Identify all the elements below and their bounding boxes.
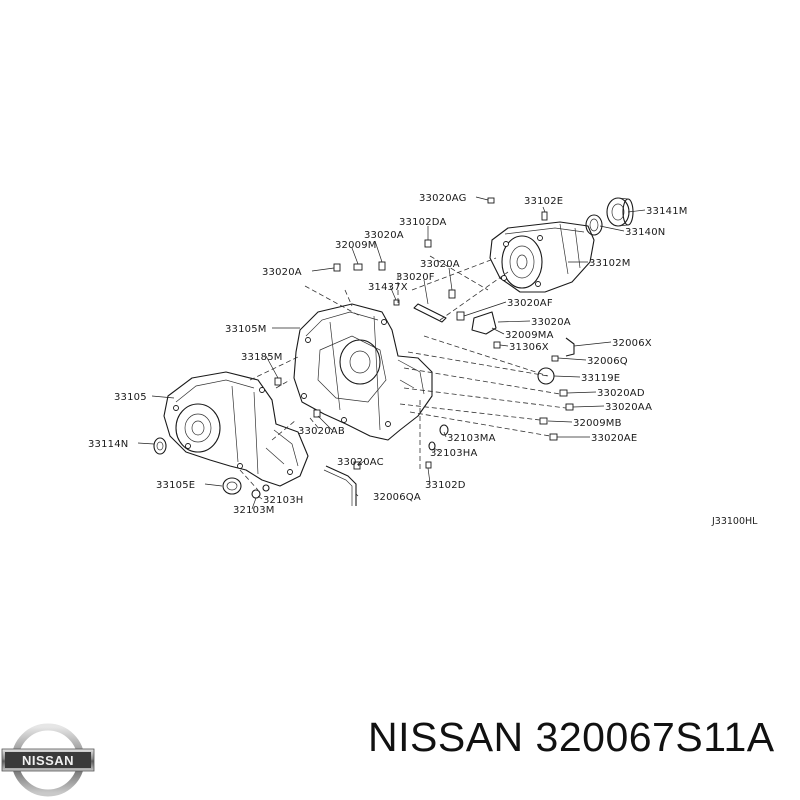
front-transfer-case xyxy=(163,371,309,487)
callout-33140N: 33140N xyxy=(625,227,666,238)
callout-33102DA: 33102DA xyxy=(399,217,447,228)
callout-32103H: 32103H xyxy=(263,495,304,506)
callout-32009M: 32009M xyxy=(335,240,377,251)
callout-33020AC: 33020AC xyxy=(337,457,384,468)
diagram-reference-code: J33100HL xyxy=(711,516,758,527)
callout-33020AE: 33020AE xyxy=(591,433,637,444)
oil-seal-front xyxy=(153,437,167,455)
callout-32009MA: 32009MA xyxy=(505,330,554,341)
callout-33020A-4: 33020A xyxy=(531,317,571,328)
callout-32103MA: 32103MA xyxy=(447,433,496,444)
callout-33020F: 33020F xyxy=(396,272,435,283)
rear-extension-housing xyxy=(489,221,595,293)
callout-33119E: 33119E xyxy=(581,373,620,384)
part-number-caption: NISSAN 320067S11A xyxy=(368,714,775,760)
callout-31306X: 31306X xyxy=(509,342,549,353)
assembly-dashed-lines xyxy=(239,255,567,491)
callout-33020AA: 33020AA xyxy=(605,402,652,413)
callout-33020A-3: 33020A xyxy=(420,259,460,270)
callout-33020A-1: 33020A xyxy=(364,230,404,241)
callout-33105M: 33105M xyxy=(225,324,267,335)
breather-tube xyxy=(323,465,357,506)
nissan-logo: NISSAN xyxy=(1,723,95,797)
callout-32009MB: 32009MB xyxy=(573,418,622,429)
callout-33105E: 33105E xyxy=(156,480,195,491)
callout-33141M: 33141M xyxy=(646,206,688,217)
callout-33020A-2: 33020A xyxy=(262,267,302,278)
callout-33102E: 33102E xyxy=(524,196,563,207)
callout-32103HA: 32103HA xyxy=(430,448,478,459)
exploded-parts-diagram: 33020AG 33102E 33141M 33140N 33102DA 330… xyxy=(88,193,758,527)
callout-33020AB: 33020AB xyxy=(298,426,345,437)
leader-lines xyxy=(137,196,646,510)
callout-33102M: 33102M xyxy=(589,258,631,269)
seal-ring xyxy=(585,214,603,236)
callout-32006QA: 32006QA xyxy=(373,492,421,503)
callout-33020AG: 33020AG xyxy=(419,193,467,204)
callout-32103M: 32103M xyxy=(233,505,275,516)
callout-32006Q: 32006Q xyxy=(587,356,628,367)
callout-33185M: 33185M xyxy=(241,352,283,363)
callout-labels: 33020AG 33102E 33141M 33140N 33102DA 330… xyxy=(88,193,758,527)
callout-33020AD: 33020AD xyxy=(597,388,645,399)
callout-31437X: 31437X xyxy=(368,282,408,293)
logo-wordmark: NISSAN xyxy=(22,753,74,768)
callout-33105: 33105 xyxy=(114,392,147,403)
callout-33114N: 33114N xyxy=(88,439,129,450)
callout-33102D: 33102D xyxy=(425,480,466,491)
callout-33020AF: 33020AF xyxy=(507,298,553,309)
oil-seal-lower xyxy=(222,477,242,495)
callout-32006X: 32006X xyxy=(612,338,652,349)
center-transfer-case xyxy=(293,303,433,441)
